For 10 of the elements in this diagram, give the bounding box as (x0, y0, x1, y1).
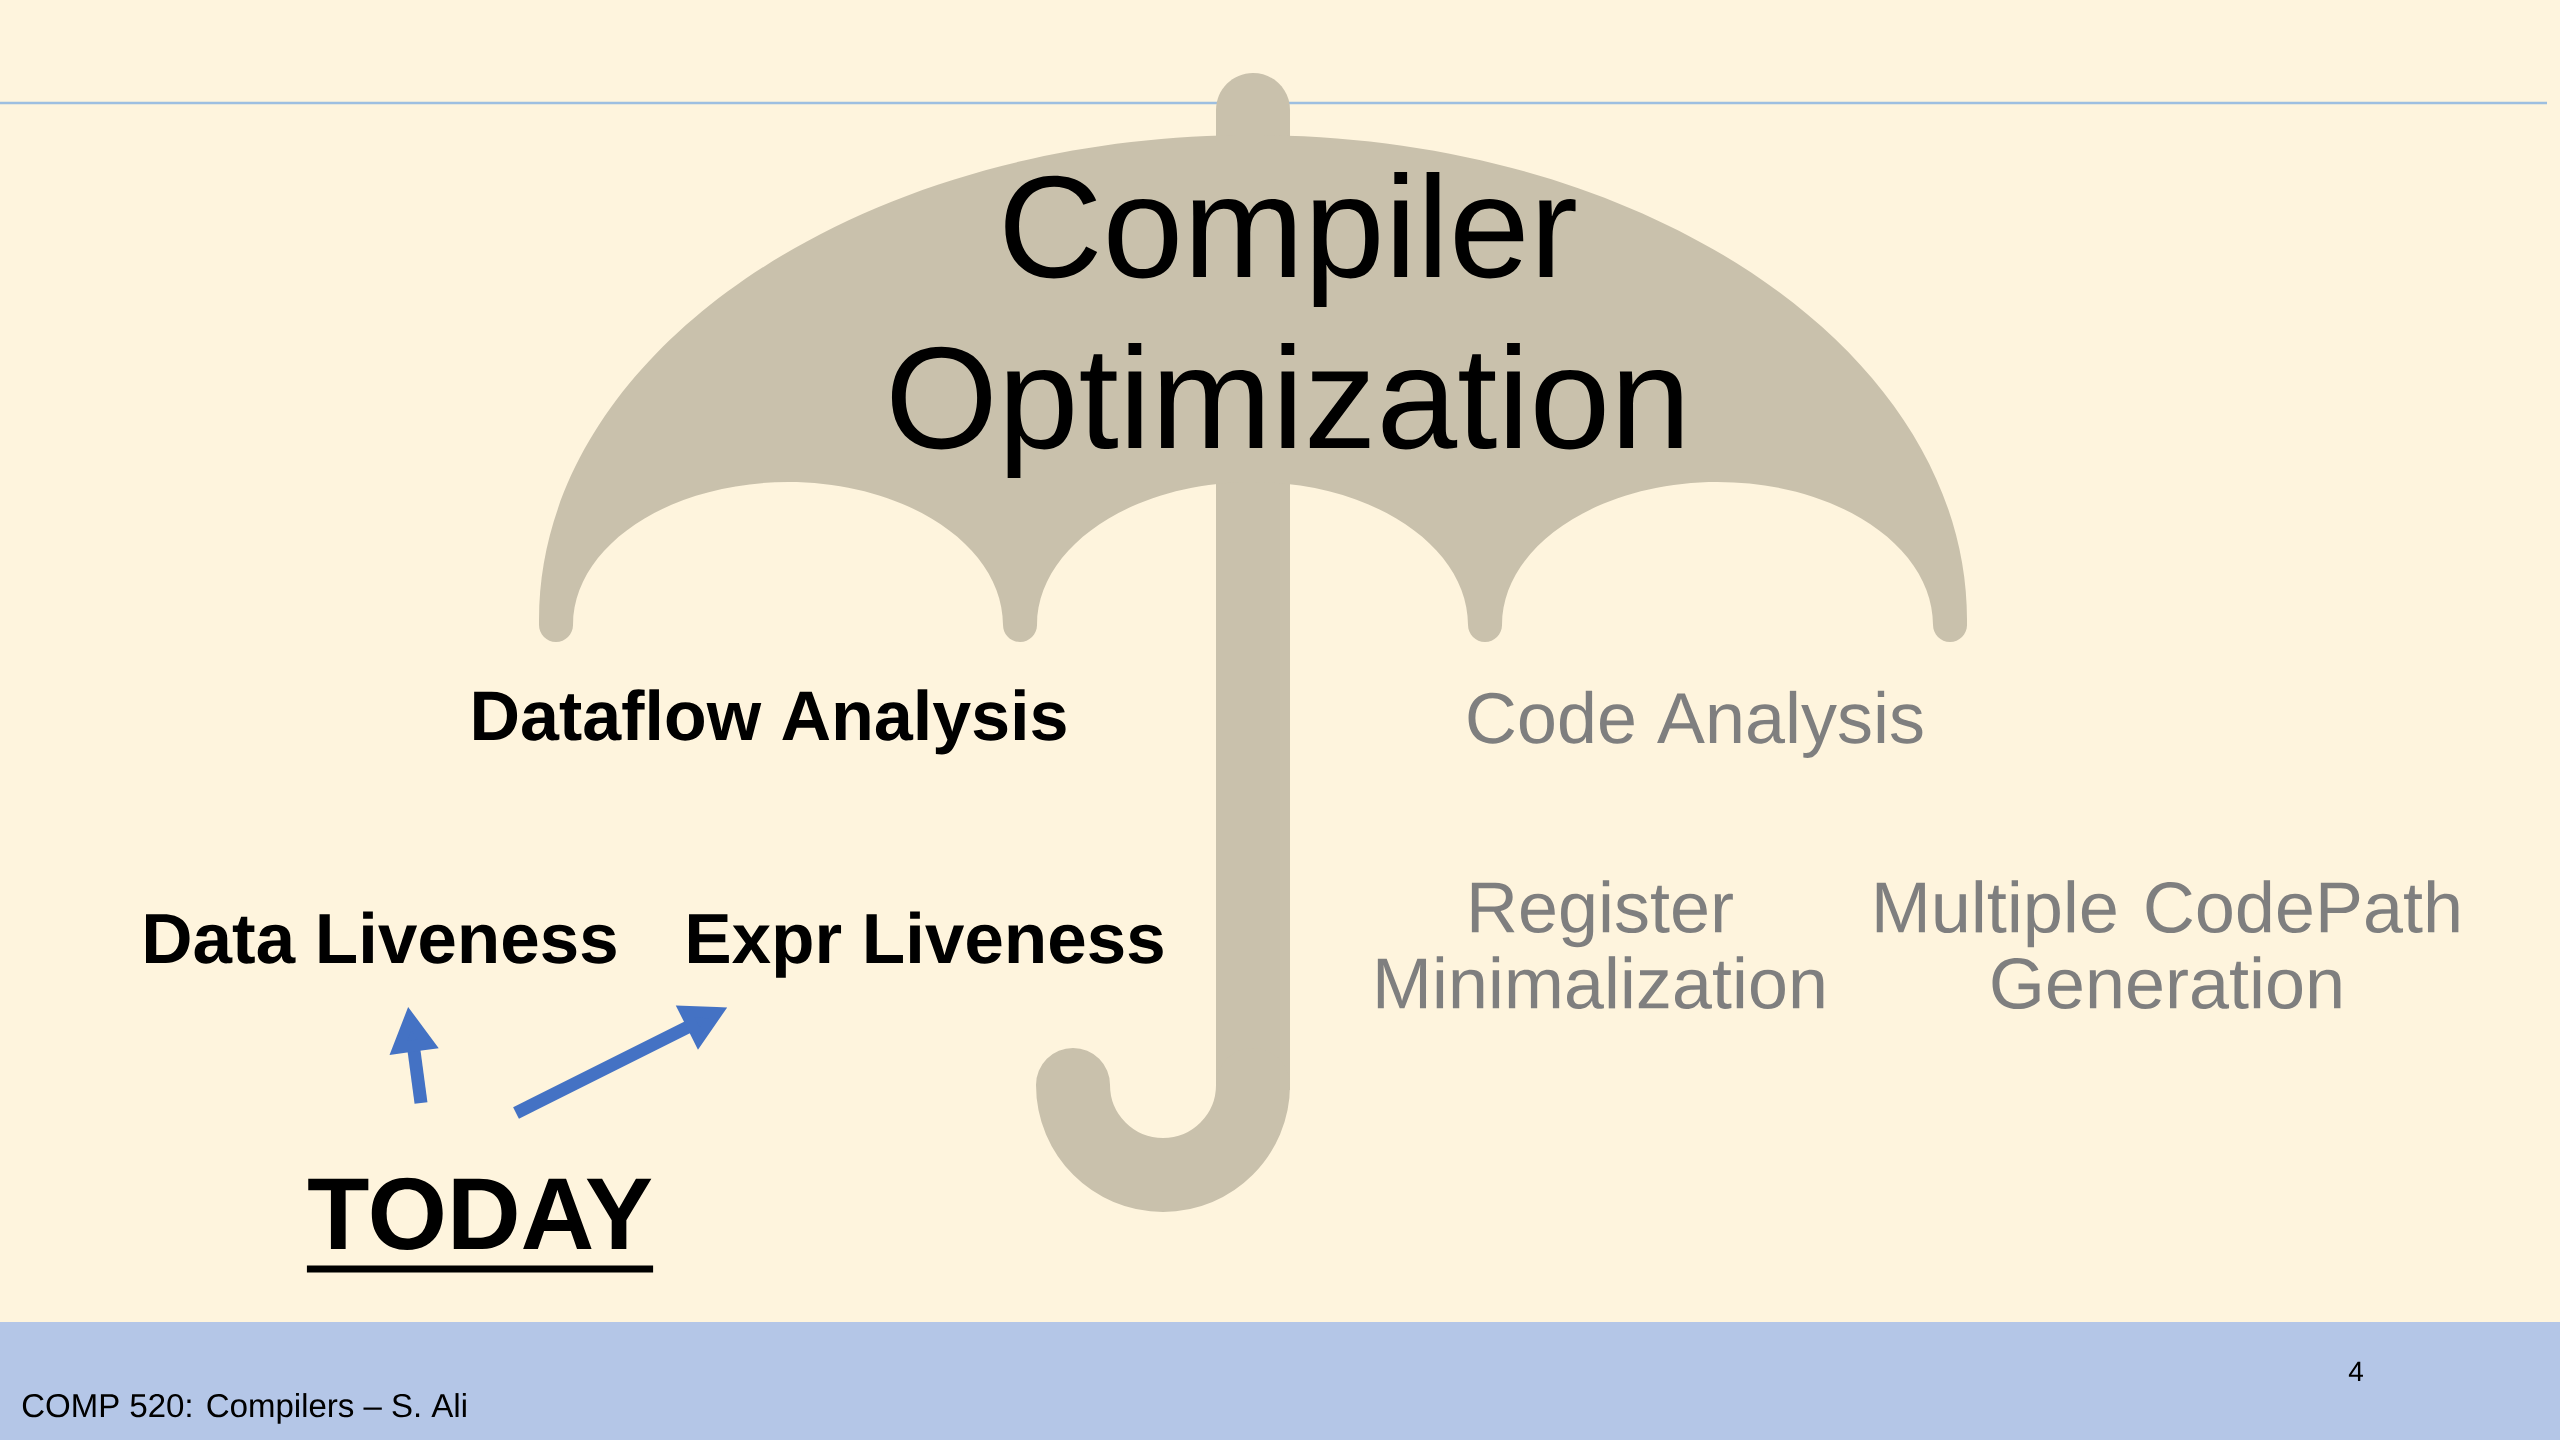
underlined-label: TODAY (308, 1177, 652, 1250)
topic-label: Code Analysis (1468, 690, 1923, 758)
topic-label: Expr Liveness (689, 911, 1163, 978)
footer-text: COMP 520: Compilers – S. Ali (22, 1393, 466, 1424)
page-number: 4 (2348, 1361, 2363, 1381)
umbrella-canopy: Compiler Optimization (539, 73, 1967, 643)
topic-label: Multiple CodePath Generation (1876, 880, 2459, 1010)
topic-label: Dataflow Analysis (474, 689, 1066, 755)
topic-label: Register Minimalization (1377, 880, 1824, 1010)
topic-label: Data Liveness (146, 911, 616, 964)
